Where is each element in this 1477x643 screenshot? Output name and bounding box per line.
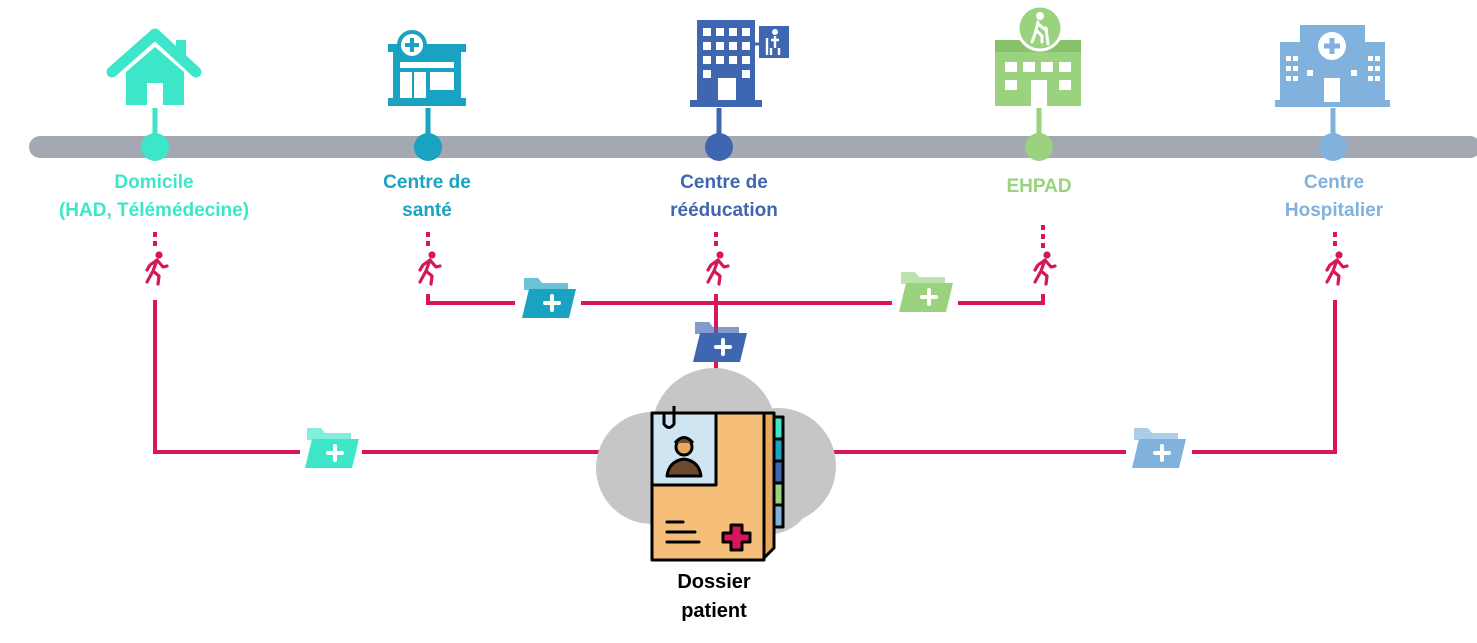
walker-domicile-icon (145, 249, 169, 286)
pin-domicile (141, 108, 169, 161)
label-centre-sante-line1: Centre de (383, 172, 471, 193)
folder-reeducation-icon (691, 320, 749, 364)
pin-ehpad (1025, 108, 1053, 161)
folder-ehpad-icon (892, 268, 958, 316)
dossier-label-line2: patient (681, 600, 747, 622)
label-domicile-line2: (HAD, Télémédecine) (58, 200, 250, 221)
folder-domicile-icon (300, 424, 362, 472)
health-center-icon (388, 30, 466, 106)
folder-centre-sante-icon (515, 274, 581, 324)
walker-reeducation-icon (706, 249, 730, 286)
label-reeducation-line2: rééducation (670, 200, 778, 221)
dossier-label-line1: Dossier (677, 571, 751, 593)
dossier-patient-label: Dossier patient (677, 568, 750, 626)
walker-hospitalier-icon (1325, 249, 1349, 286)
link-centre-ehpad (426, 294, 1045, 305)
label-hospitalier: Centre Hospitalier (1285, 169, 1383, 225)
label-domicile-line1: Domicile (114, 172, 194, 193)
walker-ehpad-icon (1033, 249, 1057, 286)
nursing-home-icon (995, 4, 1081, 106)
label-centre-sante-line2: santé (402, 200, 452, 221)
pin-reeducation (705, 108, 733, 161)
folder-hospitalier-icon (1126, 424, 1192, 472)
label-reeducation: Centre de rééducation (670, 169, 778, 225)
label-reeducation-line1: Centre de (680, 172, 768, 193)
pin-hospitalier (1319, 108, 1347, 161)
label-ehpad: EHPAD (1006, 173, 1071, 201)
rehabilitation-building-icon (690, 20, 789, 107)
pin-centre-sante (414, 108, 442, 161)
label-hospitalier-line1: Centre (1303, 172, 1365, 193)
walker-centre-sante-icon (418, 249, 442, 286)
label-ehpad-line1: EHPAD (1006, 176, 1072, 197)
patient-file-icon (650, 406, 785, 562)
house-icon (106, 28, 202, 105)
label-centre-sante: Centre de santé (383, 169, 471, 225)
link-hospitalier (830, 300, 1337, 454)
label-domicile: Domicile (HAD, Télémédecine) (59, 169, 249, 225)
link-domicile (153, 300, 600, 454)
label-hospitalier-line2: Hospitalier (1284, 200, 1384, 221)
hospital-icon (1275, 25, 1390, 107)
